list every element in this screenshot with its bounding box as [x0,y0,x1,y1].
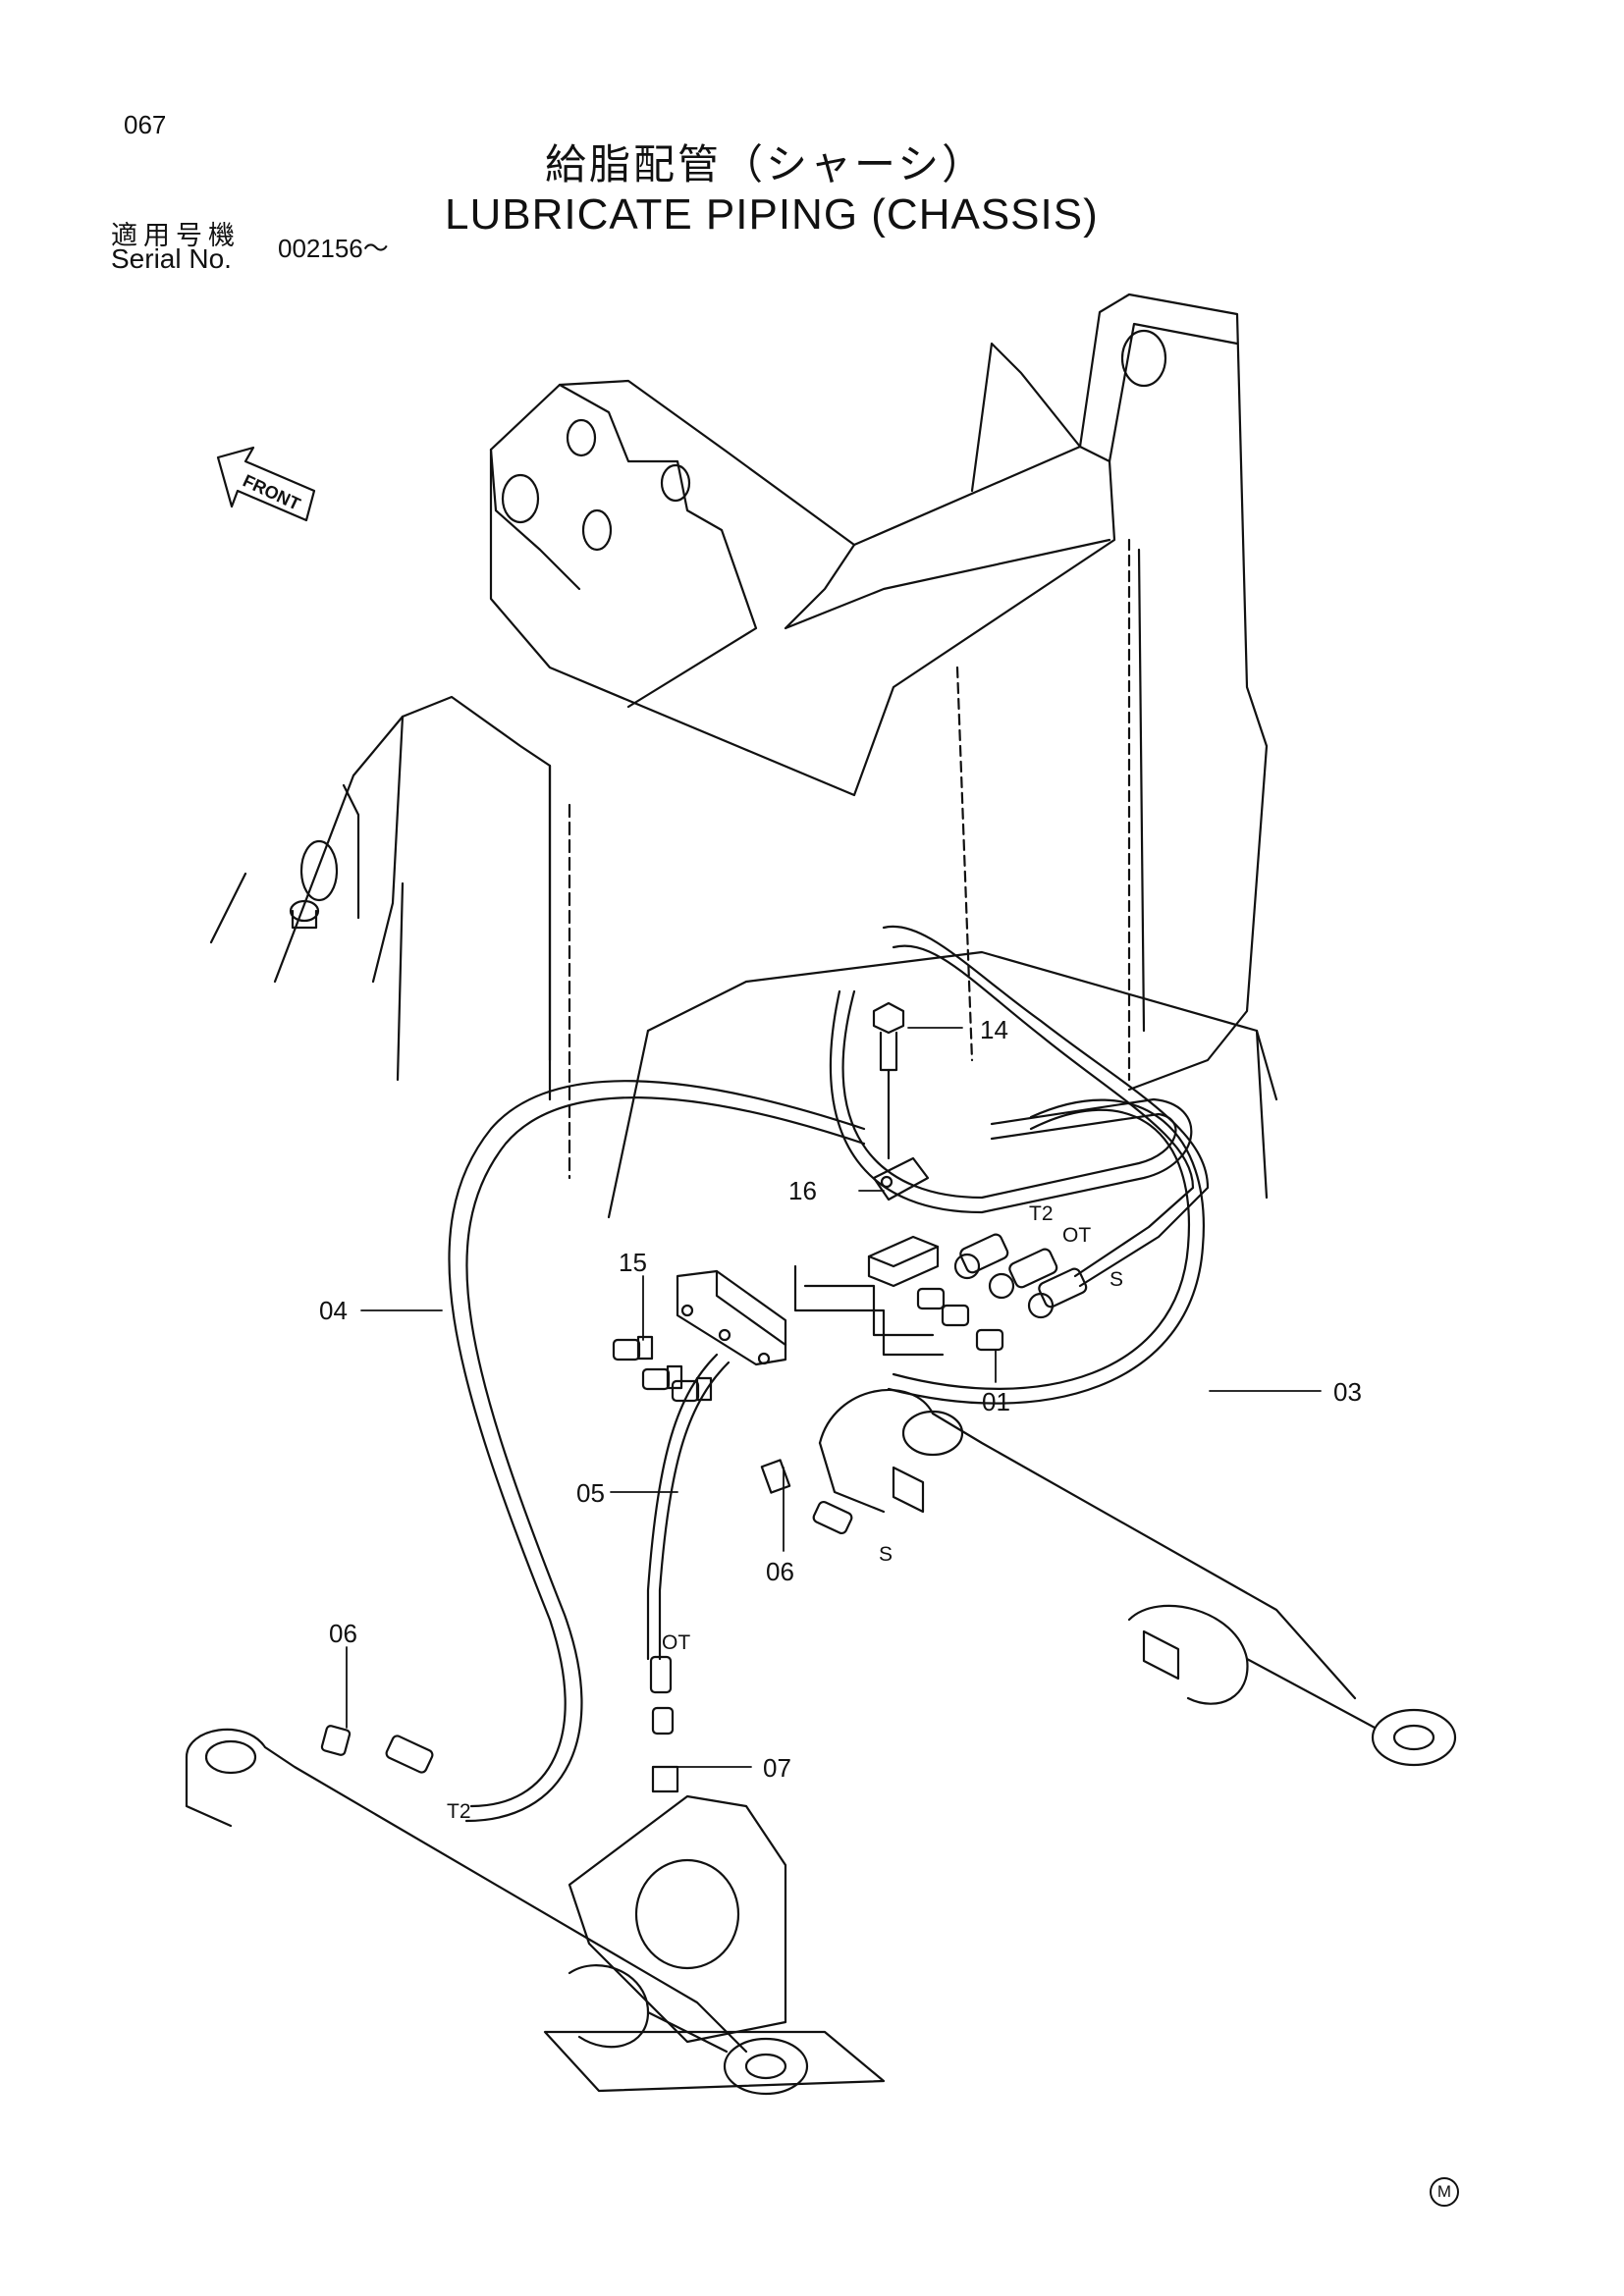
callout-04: 04 [319,1296,348,1325]
leader-lines [346,1027,1322,1768]
callout-15: 15 [619,1248,647,1277]
front-arrow-icon: FRONT [216,446,316,522]
hose-fitting-icons [953,1233,1088,1319]
serial-label-english: Serial No. [111,243,232,274]
front-label: FRONT [240,470,303,513]
title-english: LUBRICATE PIPING (CHASSIS) [445,190,1099,239]
spacer-block [867,1235,940,1288]
tag-t2-bottom: T2 [447,1800,471,1823]
page-number: 067 [124,110,167,139]
callout-06-left: 06 [329,1619,357,1648]
chassis-frame [209,293,1278,1219]
bolt-icon [872,1001,905,1160]
hose-04 [448,1080,866,1823]
serial-label-japanese: 適用号機 [111,221,241,251]
callout-14: 14 [980,1015,1008,1044]
callout-03: 03 [1333,1377,1362,1407]
hose-03 [887,1098,1205,1405]
tag-t2-top: T2 [1029,1202,1054,1225]
tag-s-top: S [1110,1268,1123,1291]
serial-number-value: 002156～ [278,234,389,263]
steering-cylinder-left [185,1725,809,2096]
tag-ot-mid: OT [662,1631,690,1654]
callout-05: 05 [576,1478,605,1508]
grease-manifold [676,1269,787,1366]
steering-cylinder-right [760,1389,1457,1767]
pipe-clamp [872,1156,930,1201]
footer-mark: M [1430,2177,1459,2207]
grease-nipple-icons [612,1287,1004,1403]
callout-06-right: 06 [766,1557,794,1586]
callout-07: 07 [763,1753,791,1783]
callout-16: 16 [788,1176,817,1205]
pivot-bracket [543,1655,886,2093]
hose-05 [646,1353,731,1661]
upper-pipe-loop [793,925,1210,1357]
tag-s-lower: S [879,1543,893,1566]
tag-ot-top: OT [1062,1224,1091,1247]
callout-01: 01 [982,1387,1010,1416]
title-japanese: 給脂配管（シャーシ） [545,140,987,188]
